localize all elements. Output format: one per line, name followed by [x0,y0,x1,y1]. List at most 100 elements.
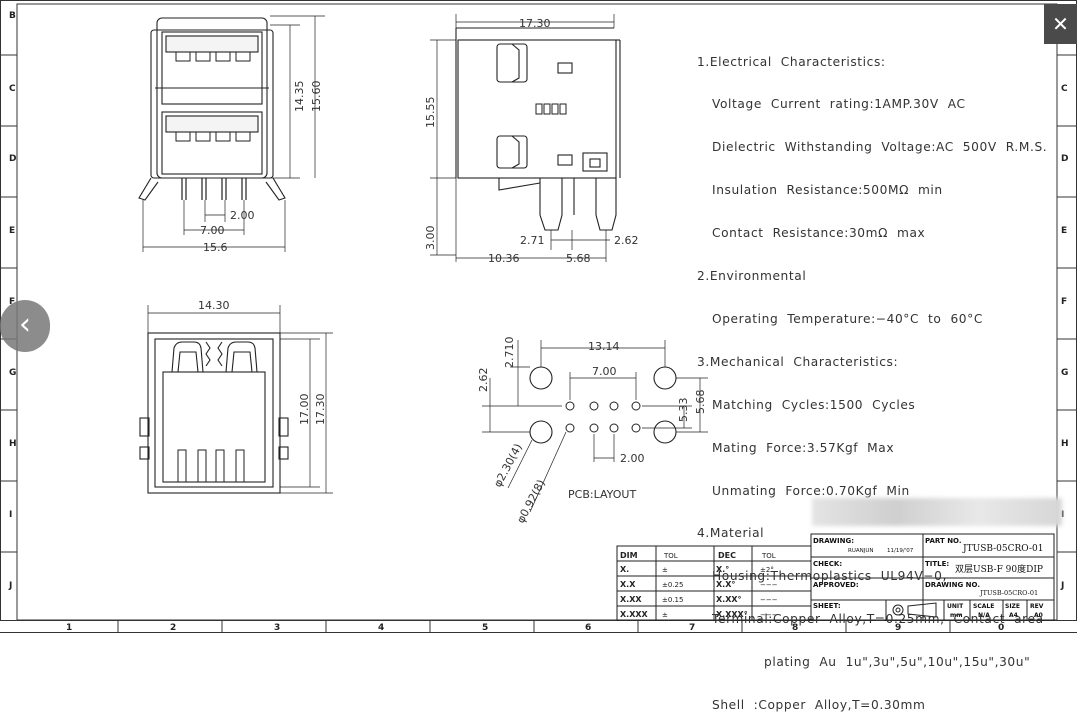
dim-label: 17.00 [298,394,311,426]
col-number: 3 [274,623,280,633]
bottom-view [139,305,333,494]
title-value: 11/19/'07 [887,548,914,554]
dim-label: 2.710 [503,337,516,369]
title-value: mm [950,612,963,619]
tolerance-table [616,545,812,621]
title-label: DRAWING NO. [925,581,980,589]
col-number: 0 [998,623,1004,633]
dim-label: 15.6 [203,241,228,254]
dim-label: 2.71 [520,234,545,247]
drawing-title: 双层USB-F 90度DIP [955,563,1043,575]
table-cell: X.XXX° [716,610,748,619]
dim-label: 7.00 [592,365,617,378]
drawing-number: JTUSB-05CRO-01 [979,589,1038,597]
spec-line: Dielectric Withstanding Voltage:AC 500V … [712,140,1048,155]
row-letter-right: D [1061,154,1068,164]
table-cell: −−− [760,581,778,589]
row-letter-right: C [1061,84,1068,94]
title-block [810,533,1055,621]
front-view [138,15,325,252]
spec-line: Terminal:Copper Alloy,T=0.25mm, Contact … [712,612,1044,627]
dim-label: 5.68 [566,252,591,265]
table-header: TOL [663,552,678,560]
table-cell: X.XXX [620,610,649,619]
col-number: 8 [792,623,798,633]
table-header: DIM [620,551,638,560]
title-label: PART NO. [925,537,962,545]
table-cell: X.X [620,580,636,589]
row-letter-right: F [1061,297,1067,307]
title-label: APPROVED: [813,581,859,589]
row-letter-left: J [8,581,12,591]
dim-label: 2.62 [614,234,639,247]
row-letter-left: F [9,297,15,307]
row-letter-right: G [1061,368,1068,378]
spec-line: Shell :Copper Alloy,T=0.30mm [712,697,926,712]
title-label: SCALE [973,603,994,610]
table-cell: X.XX [620,595,642,604]
row-letter-left: B [9,11,16,21]
row-letter-right: E [1061,226,1067,236]
table-header: TOL [761,552,776,560]
table-cell: ±0.15 [662,596,683,604]
spec-heading: 2.Environmental [697,269,807,284]
spec-line: Mating Force:3.57Kgf Max [712,440,895,455]
row-letter-left: I [9,510,12,520]
row-letter-left: G [9,368,16,378]
chevron-left-icon: ‹ [19,307,31,342]
table-cell: ± [662,566,668,574]
dim-label: 10.36 [488,252,520,265]
table-cell: X.° [716,565,729,574]
dim-label: 7.00 [200,224,225,237]
close-icon: ✕ [1052,12,1069,36]
row-letter-right: J [1060,581,1064,591]
table-cell: X.XX° [716,595,742,604]
dim-label: 2.62 [477,368,490,393]
pcb-layout [482,340,708,513]
pcb-caption: PCB:LAYOUT [568,488,636,501]
table-cell: ±2° [760,566,774,574]
col-number: 9 [895,623,901,633]
spec-heading: 1.Electrical Characteristics: [697,54,886,69]
table-header: DEC [718,551,736,560]
row-letter-left: E [9,226,15,236]
dim-label: 13.14 [588,340,620,353]
previous-image-button[interactable]: ‹ [0,300,50,352]
col-number: 2 [170,623,176,633]
table-cell: −−− [760,611,778,619]
dim-label: 5.68 [694,390,707,415]
table-cell: −−− [760,596,778,604]
title-value: A0 [1034,612,1043,619]
spec-line: plating Au 1u",3u",5u",10u",15u",30u" [764,655,1031,670]
title-value: N/A [978,612,990,619]
dim-label: 14.35 [293,81,306,113]
dim-label: φ0.92(8) [514,478,548,526]
dim-label: 5.33 [677,398,690,423]
col-number: 7 [689,623,695,633]
table-cell: ±0.25 [662,581,683,589]
spec-line: Voltage Current rating:1AMP.30V AC [712,97,966,112]
title-label: DRAWING: [813,537,854,545]
dim-label: 14.30 [198,299,230,312]
spec-heading: 4.Material [697,526,765,541]
row-letter-right: H [1061,439,1069,449]
title-label: REV [1030,603,1044,610]
dim-label: 17.30 [314,394,327,426]
dim-label: φ2.30(4) [491,442,525,490]
close-button[interactable]: ✕ [1044,4,1077,44]
col-number: 5 [482,623,488,633]
title-label: CHECK: [813,560,842,568]
spec-line: Operating Temperature:−40°C to 60°C [712,311,983,326]
dim-label: 2.00 [230,209,255,222]
row-letter-right: I [1061,510,1064,520]
dim-label: 17.30 [519,17,551,30]
title-label: SIZE [1005,603,1020,610]
table-cell: X.X° [716,580,735,589]
dim-label: 15.60 [310,81,323,113]
row-letter-left: D [9,154,16,164]
spec-line: Matching Cycles:1500 Cycles [712,397,916,412]
col-number: 1 [66,623,72,633]
spec-notes: 1.Electrical Characteristics: Voltage Cu… [697,26,1047,727]
title-value: RUANJUN [848,548,874,554]
side-view [430,14,621,262]
